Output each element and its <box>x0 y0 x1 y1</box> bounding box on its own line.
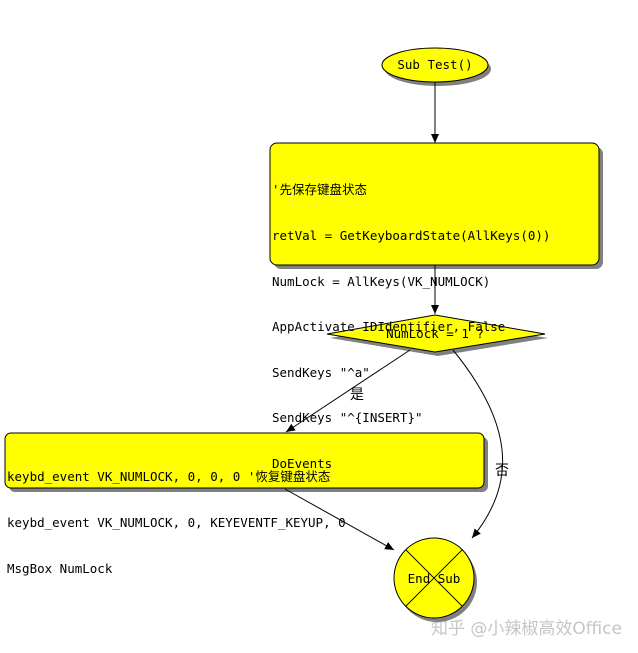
process-line: AppActivate IDIdentifier, False <box>272 319 506 335</box>
process-line: DoEvents <box>272 456 333 472</box>
yes-node-text: keybd_event VK_NUMLOCK, 0, 0, 0 '恢复键盘状态 … <box>7 439 346 591</box>
process-line: '先保存键盘状态 <box>272 182 368 198</box>
decision-node <box>326 314 546 353</box>
process-line: SendKeys "^{INSERT}" <box>272 410 423 426</box>
process-line: retVal = GetKeyboardState(AllKeys(0)) <box>272 228 551 244</box>
edge-no <box>452 349 504 539</box>
yes-node <box>4 432 485 489</box>
decision-node-label: NumLock = 1 ? <box>386 326 484 341</box>
process-line: NumLock = AllKeys(VK_NUMLOCK) <box>272 273 491 289</box>
yes-line: MsgBox NumLock <box>7 560 113 576</box>
yes-line: keybd_event VK_NUMLOCK, 0, 0, 0 '恢复键盘状态 <box>7 469 331 485</box>
edge-yes <box>285 349 411 433</box>
process-line: SendKeys "^a" <box>272 364 370 380</box>
start-node-label: Sub Test() <box>397 57 473 72</box>
end-node-cross-line <box>405 549 463 607</box>
end-node-label: End Sub <box>407 571 461 586</box>
edge-yes-label: 是 <box>350 387 364 403</box>
watermark: 知乎 @小辣椒高效Office <box>430 619 622 639</box>
edge-yes-to-end <box>284 488 395 551</box>
yes-line: keybd_event VK_NUMLOCK, 0, KEYEVENTF_KEY… <box>7 515 346 531</box>
edge-no-label: 否 <box>495 463 509 479</box>
process-node-text: '先保存键盘状态 retVal = GetKeyboardState(AllKe… <box>272 152 550 486</box>
